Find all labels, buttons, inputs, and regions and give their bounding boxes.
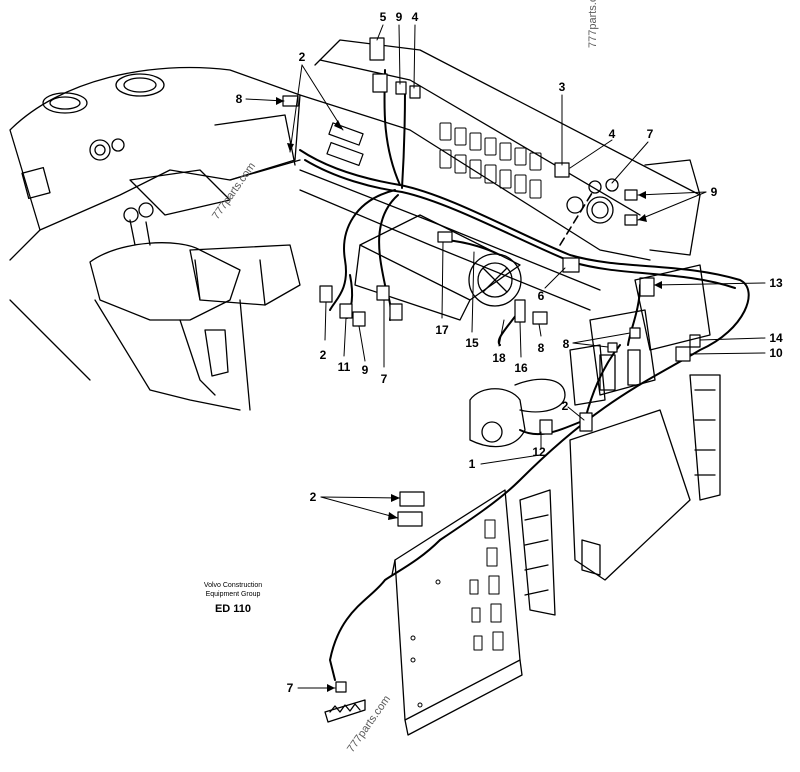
callout-7: 7	[647, 127, 654, 141]
callout-5: 5	[380, 10, 387, 24]
callout-18: 18	[492, 351, 506, 365]
callout-13: 13	[769, 276, 783, 290]
callout-4: 4	[609, 127, 616, 141]
caption-line-1: Volvo Construction	[203, 582, 263, 589]
callout-6: 6	[538, 289, 545, 303]
callout-16: 16	[514, 361, 528, 375]
callout-14: 14	[769, 331, 783, 345]
callout-9: 9	[396, 10, 403, 24]
callout-4: 4	[412, 10, 419, 24]
callout-17: 17	[435, 323, 449, 337]
diagram-code: ED 110	[214, 603, 252, 615]
callout-8: 8	[563, 337, 570, 351]
cab-console-drawing	[9, 66, 301, 411]
callout-8: 8	[538, 341, 545, 355]
callout-9: 9	[362, 363, 369, 377]
callout-7: 7	[287, 681, 294, 695]
components-drawing	[324, 264, 721, 736]
callout-3: 3	[559, 80, 566, 94]
callout-7: 7	[381, 372, 388, 386]
callout-9: 9	[711, 185, 718, 199]
connector-drawings	[282, 37, 701, 693]
leader-lines	[245, 24, 766, 689]
callout-10: 10	[769, 346, 783, 360]
callout-12: 12	[532, 445, 546, 459]
callout-15: 15	[465, 336, 479, 350]
caption-line-2: Equipment Group	[205, 591, 261, 598]
callout-2: 2	[299, 50, 306, 64]
callout-2: 2	[320, 348, 327, 362]
watermark: 777parts.com	[587, 0, 599, 48]
callout-2: 2	[310, 490, 317, 504]
callout-2: 2	[562, 399, 569, 413]
wiring-harness-drawing	[299, 69, 750, 681]
callout-8: 8	[236, 92, 243, 106]
manufacturer-caption: Volvo Construction Equipment Group ED 11…	[178, 581, 288, 617]
callout-11: 11	[338, 360, 351, 374]
callout-1: 1	[469, 457, 476, 471]
